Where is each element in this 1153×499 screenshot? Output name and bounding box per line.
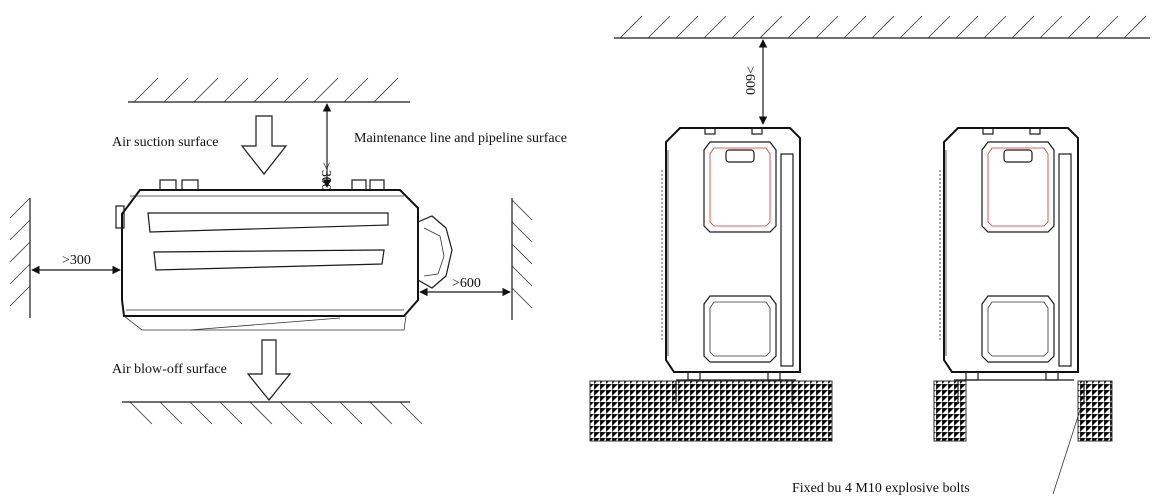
foundation-slab bbox=[589, 380, 833, 442]
air-blowoff-label: Air blow-off surface bbox=[112, 362, 227, 377]
dim-top-right-label: >600 bbox=[742, 66, 757, 95]
foundation-blocks bbox=[933, 380, 1113, 442]
maintenance-label: Maintenance line and pipeline surface bbox=[354, 131, 567, 146]
left-wall bbox=[9, 197, 31, 318]
bottom-wall-left bbox=[122, 401, 423, 425]
dim-right-label: >600 bbox=[452, 276, 481, 291]
unit-front-1 bbox=[661, 127, 801, 381]
right-wall bbox=[511, 198, 533, 320]
unit-front-2 bbox=[939, 127, 1079, 381]
bolts-leader bbox=[1052, 403, 1083, 495]
dim-top-left-label: >300 bbox=[318, 162, 333, 191]
air-suction-label: Air suction surface bbox=[112, 135, 219, 150]
dim-left-label: >300 bbox=[62, 253, 91, 268]
air-blowoff-arrow bbox=[246, 339, 292, 401]
top-view: Air suction surface Maintenance line and… bbox=[9, 77, 567, 425]
front-view: >600 bbox=[589, 15, 1150, 496]
air-suction-arrow bbox=[240, 115, 288, 175]
ceiling-right bbox=[614, 15, 1150, 39]
bolts-label: Fixed bu 4 M10 explosive bolts bbox=[792, 481, 970, 496]
unit-top-view bbox=[115, 179, 453, 331]
top-wall-left bbox=[128, 77, 410, 103]
